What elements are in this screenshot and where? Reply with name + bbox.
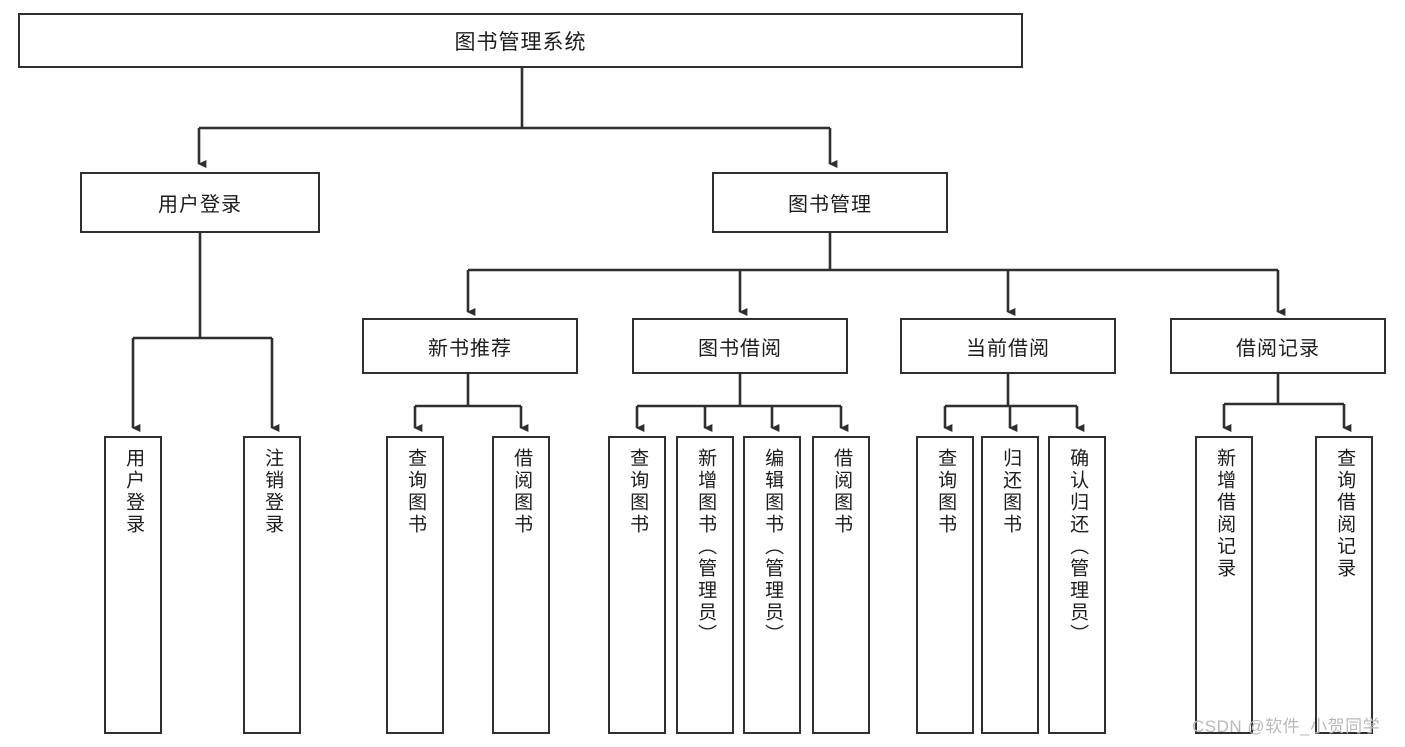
node-current-borrow-label: 当前借阅 (966, 337, 1050, 360)
node-leaf-query-book-2[interactable]: 查询图书 (608, 436, 666, 734)
node-book-manage-label: 图书管理 (788, 194, 872, 216)
node-user-login[interactable]: 用户登录 (80, 172, 320, 233)
node-new-book-rec-label: 新书推荐 (428, 337, 512, 360)
node-leaf-confirm-return[interactable]: 确认归还（管理员） (1048, 436, 1106, 734)
node-borrow-record[interactable]: 借阅记录 (1170, 318, 1386, 374)
node-leaf-query-book-2-label: 查询图书 (627, 448, 649, 536)
node-leaf-add-record-label: 新增借阅记录 (1214, 448, 1236, 580)
node-leaf-user-logout[interactable]: 注销登录 (243, 436, 301, 734)
node-root[interactable]: 图书管理系统 (18, 13, 1023, 68)
node-new-book-rec[interactable]: 新书推荐 (362, 318, 578, 374)
node-leaf-user-logout-label: 注销登录 (262, 448, 284, 536)
node-leaf-user-login[interactable]: 用户登录 (104, 436, 162, 734)
node-leaf-edit-book-label: 编辑图书（管理员） (762, 448, 784, 646)
node-leaf-confirm-return-label: 确认归还（管理员） (1067, 448, 1089, 646)
node-leaf-query-book-3-label: 查询图书 (935, 448, 957, 536)
node-leaf-query-book-1-label: 查询图书 (405, 448, 427, 536)
node-leaf-query-record[interactable]: 查询借阅记录 (1315, 436, 1373, 734)
node-leaf-add-book-label: 新增图书（管理员） (695, 448, 717, 646)
node-leaf-borrow-book-2-label: 借阅图书 (831, 448, 853, 536)
node-current-borrow[interactable]: 当前借阅 (900, 318, 1116, 374)
node-leaf-add-book[interactable]: 新增图书（管理员） (676, 436, 734, 734)
node-leaf-edit-book[interactable]: 编辑图书（管理员） (743, 436, 801, 734)
node-book-manage[interactable]: 图书管理 (712, 172, 948, 233)
node-leaf-return-book-label: 归还图书 (1000, 448, 1022, 536)
node-leaf-query-book-1[interactable]: 查询图书 (386, 436, 444, 734)
node-leaf-borrow-book-1[interactable]: 借阅图书 (492, 436, 550, 734)
node-borrow-record-label: 借阅记录 (1236, 337, 1320, 360)
node-leaf-return-book[interactable]: 归还图书 (981, 436, 1039, 734)
node-leaf-borrow-book-2[interactable]: 借阅图书 (812, 436, 870, 734)
node-root-label: 图书管理系统 (454, 30, 587, 54)
node-user-login-label: 用户登录 (158, 194, 242, 216)
node-leaf-query-record-label: 查询借阅记录 (1334, 448, 1356, 580)
csdn-watermark: CSDN @软件_小贺同学 (1192, 717, 1381, 736)
node-book-borrow[interactable]: 图书借阅 (632, 318, 848, 374)
node-leaf-borrow-book-1-label: 借阅图书 (511, 448, 533, 536)
node-book-borrow-label: 图书借阅 (698, 337, 782, 360)
node-leaf-user-login-label: 用户登录 (123, 448, 145, 536)
node-leaf-query-book-3[interactable]: 查询图书 (916, 436, 974, 734)
node-leaf-add-record[interactable]: 新增借阅记录 (1195, 436, 1253, 734)
